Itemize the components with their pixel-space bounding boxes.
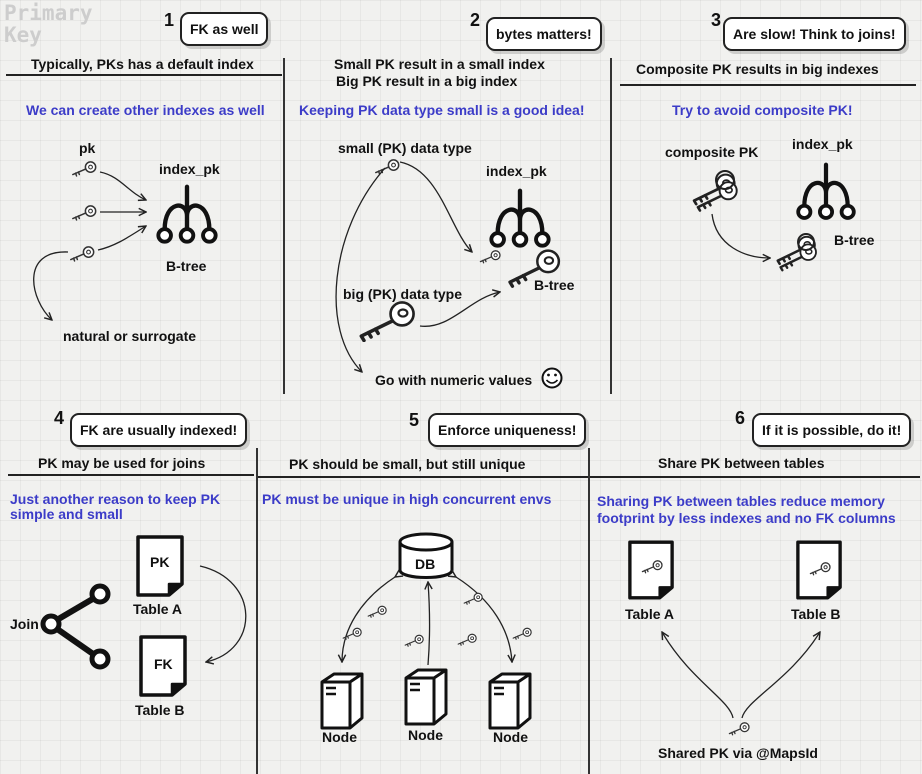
panel3-rule (620, 84, 916, 86)
panel4-bubble: FK are usually indexed! (70, 413, 248, 447)
panel5-bubble: Enforce uniqueness! (428, 413, 587, 447)
btree-label: B-tree (534, 277, 575, 293)
panel6-number: 6 (735, 408, 746, 428)
panel6-arrows (662, 632, 820, 719)
panel3-subtitle: Composite PK results in big indexes (636, 61, 879, 77)
composite-key-icon (692, 170, 739, 213)
panel3-bubble: Are slow! Think to joins! (723, 17, 906, 51)
btree-icon (798, 165, 854, 218)
node-label-3: Node (493, 729, 528, 745)
panel5-blue-note: PK must be unique in high concurrent env… (262, 491, 552, 507)
panel1-blue-note: We can create other indexes as well (26, 102, 265, 118)
small-pk-type-label: small (PK) data type (338, 140, 472, 156)
divider-2-3 (610, 58, 612, 394)
panel3-blue-note: Try to avoid composite PK! (672, 102, 853, 118)
natural-surrogate-label: natural or surrogate (63, 328, 197, 344)
index-pk-label: index_pk (486, 163, 547, 179)
btree-label: B-tree (834, 232, 875, 248)
shared-pk-label: Shared PK via @MapsId (658, 745, 818, 761)
panel1-arrows (33, 171, 146, 320)
panel3-arrows (711, 213, 770, 258)
table-a-document-icon (628, 540, 674, 600)
panel4-blue-note-line-2: simple and small (10, 506, 123, 522)
panel5-number: 5 (409, 410, 420, 430)
panel6-blue-note-line-1: Sharing PK between tables reduce memory (597, 493, 885, 509)
pk-label: pk (79, 140, 96, 156)
divider-5-6 (588, 448, 590, 774)
smiley-icon (541, 367, 563, 389)
table-a-label: Table A (625, 606, 675, 622)
panel2-subtitle-line-2: Big PK result in a big index (336, 73, 518, 89)
panel4-number: 4 (54, 408, 65, 428)
doc-fk-label: FK (154, 656, 173, 672)
composite-key-in-index-icon (776, 233, 818, 272)
panel6-rule (590, 476, 920, 478)
panel3-number: 3 (711, 10, 722, 30)
panel6-blue-note-line-2: footprint by less indexes and no FK colu… (597, 510, 896, 526)
divider-4-5 (256, 448, 258, 774)
panel2-bubble: bytes matters! (486, 17, 602, 51)
table-b-label: Table B (791, 606, 841, 622)
panel6-bubble: If it is possible, do it! (752, 413, 912, 447)
big-pk-type-label: big (PK) data type (343, 286, 463, 302)
panel5-rule (258, 476, 588, 478)
index-pk-label: index_pk (159, 161, 220, 177)
divider-1-2 (283, 58, 285, 394)
panel2-number: 2 (470, 10, 481, 30)
node-server-icon-1 (320, 672, 364, 730)
db-label: DB (415, 556, 436, 572)
big-key-icon (359, 300, 416, 342)
panel1-number: 1 (164, 10, 175, 30)
panel6-subtitle: Share PK between tables (658, 455, 825, 471)
btree-label: B-tree (166, 258, 207, 274)
panel4-subtitle: PK may be used for joins (38, 455, 206, 471)
small-key-in-index-icon (479, 250, 501, 264)
join-label: Join (10, 616, 39, 632)
share-join-icon (40, 583, 111, 670)
doc-pk-label: PK (150, 554, 170, 570)
logo-line-1: Primary (4, 1, 93, 25)
panel5-subtitle: PK should be small, but still unique (289, 456, 526, 472)
btree-icon (158, 187, 215, 242)
node-server-icon-3 (488, 672, 532, 730)
panel2-blue-note: Keeping PK data type small is a good ide… (299, 102, 585, 118)
panel5-arrows (342, 577, 512, 666)
logo-line-2: Key (4, 23, 42, 47)
panel1-bubble: FK as well (180, 12, 269, 46)
pk-key-icon-1 (72, 161, 97, 177)
panel1-subtitle: Typically, PKs has a default index (31, 56, 254, 72)
pk-key-icon-3 (70, 246, 95, 262)
panel4-arrows (199, 565, 247, 662)
panel1-rule (6, 74, 282, 76)
panel2-arrows (335, 161, 500, 372)
composite-pk-label: composite PK (665, 144, 759, 160)
table-b-label: Table B (135, 702, 185, 718)
panel2-subtitle-line-1: Small PK result in a small index (334, 56, 545, 72)
panel4-blue-note-line-1: Just another reason to keep PK (10, 491, 221, 507)
table-a-label: Table A (133, 601, 183, 617)
btree-icon (491, 191, 548, 246)
node-label-2: Node (408, 727, 443, 743)
shared-key-icon (728, 722, 750, 736)
pk-key-icon-2 (72, 205, 97, 221)
node-server-icon-2 (404, 668, 448, 726)
node-label-1: Node (322, 729, 357, 745)
panel4-rule (8, 474, 254, 476)
numeric-values-label: Go with numeric values (375, 372, 533, 388)
panel5-keys (342, 592, 532, 647)
index-pk-label: index_pk (792, 136, 853, 152)
small-key-icon (374, 159, 400, 175)
